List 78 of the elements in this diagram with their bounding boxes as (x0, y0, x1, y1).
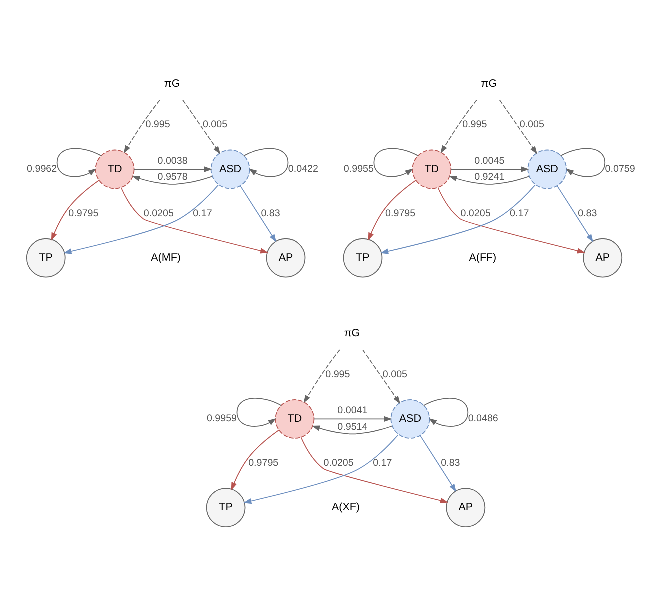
edge-label: 0.9795 (68, 208, 99, 220)
arrow (440, 100, 478, 154)
node-circle: AP (583, 238, 623, 278)
node-circle: ASD (390, 400, 430, 439)
arrow (560, 148, 606, 178)
edge-label: 0.0038 (158, 156, 188, 167)
arrow (368, 180, 417, 241)
node-circle: TD (412, 150, 452, 190)
edge-label: 0.9578 (158, 172, 188, 184)
edge-label: 0.0205 (144, 208, 174, 220)
label: A(FF) (469, 252, 497, 264)
edge-label: 0.0045 (474, 156, 505, 167)
node-circle: ASD (528, 150, 568, 190)
edge-label: 0.83 (261, 208, 280, 220)
edge-label: 0.0422 (288, 164, 318, 176)
node-circle: TD (95, 150, 135, 190)
edge-label: 0.005 (202, 120, 228, 131)
node-text: πG (344, 328, 360, 340)
edge-label: 0.0486 (468, 414, 498, 425)
arrow (132, 176, 213, 185)
arrow (362, 350, 401, 404)
edge-label: 0.0205 (460, 208, 491, 220)
arrow (244, 148, 289, 178)
edge-label: 0.9514 (338, 422, 368, 433)
arrow (244, 434, 399, 504)
edge-label: 0.17 (510, 208, 530, 220)
edge-label: 0.995 (326, 369, 350, 380)
arrow (420, 436, 457, 492)
arrow (300, 437, 449, 504)
edge-label: 0.0205 (324, 458, 354, 470)
label: A(XF) (332, 502, 360, 514)
node-circle: AP (266, 238, 306, 278)
arrow (448, 176, 530, 185)
edge-label: 0.17 (193, 208, 212, 220)
edge-label: 0.83 (578, 208, 598, 220)
edge-label: 0.9955 (344, 164, 374, 176)
edge-label: 0.005 (520, 120, 544, 131)
arrow (438, 187, 586, 254)
edge-label: 0.005 (382, 369, 408, 380)
edge-label: 0.9795 (386, 208, 416, 220)
edge-label: 0.17 (373, 458, 392, 470)
node-circle: ASD (210, 150, 250, 190)
node-text: πG (481, 78, 498, 90)
arrow (51, 180, 100, 241)
edge-label: 0.9241 (474, 172, 505, 184)
arrow (134, 166, 212, 172)
arrow (240, 186, 277, 243)
edge-label: 0.9795 (248, 458, 279, 470)
arrow (231, 430, 280, 491)
arrow (304, 350, 340, 404)
edge-label: 0.83 (441, 458, 460, 470)
node-circle: TP (206, 488, 246, 528)
edge-label: 0.0041 (338, 406, 368, 417)
arrow (182, 100, 221, 154)
node-circle: TD (275, 400, 315, 439)
node-circle: AP (446, 488, 486, 528)
arrow (64, 184, 219, 254)
arrow (120, 187, 269, 254)
arrow (312, 426, 393, 435)
edge-label: 0.0759 (605, 164, 636, 176)
arrow (380, 184, 536, 254)
edge-label: 0.995 (462, 120, 488, 131)
arrow (314, 416, 392, 422)
label: A(MF) (151, 252, 181, 264)
arrow (124, 100, 160, 154)
arrow (450, 166, 530, 172)
arrow (56, 148, 102, 178)
arrow (499, 100, 538, 154)
node-circle: TP (26, 238, 66, 278)
node-text: πG (164, 78, 180, 90)
arrow (236, 398, 282, 428)
arrow (374, 148, 419, 178)
edge-label: 0.9962 (27, 164, 58, 176)
arrow (423, 398, 469, 428)
edge-label: 0.995 (146, 120, 170, 131)
edge-label: 0.9959 (206, 414, 238, 425)
node-circle: TP (343, 238, 383, 278)
arrow (557, 186, 594, 243)
